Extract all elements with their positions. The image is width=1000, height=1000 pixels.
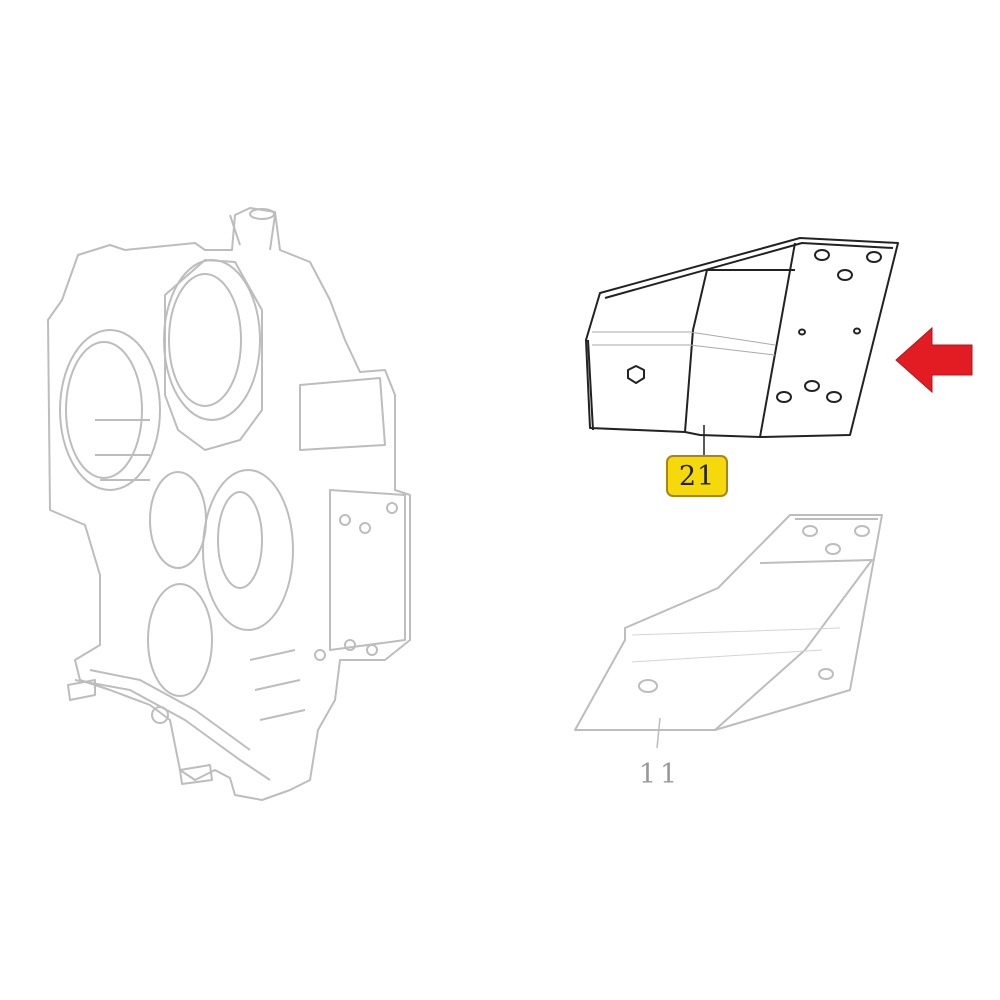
callout-21[interactable]: 21: [666, 455, 728, 497]
red-arrow-icon: [895, 326, 973, 394]
callout-21-label: 21: [678, 460, 716, 492]
engine-housing: [47, 207, 411, 801]
callout-11[interactable]: 11: [628, 755, 692, 793]
bracket-21: [585, 237, 899, 455]
callout-11-label: 11: [638, 758, 682, 790]
bracket-11: [574, 514, 883, 749]
